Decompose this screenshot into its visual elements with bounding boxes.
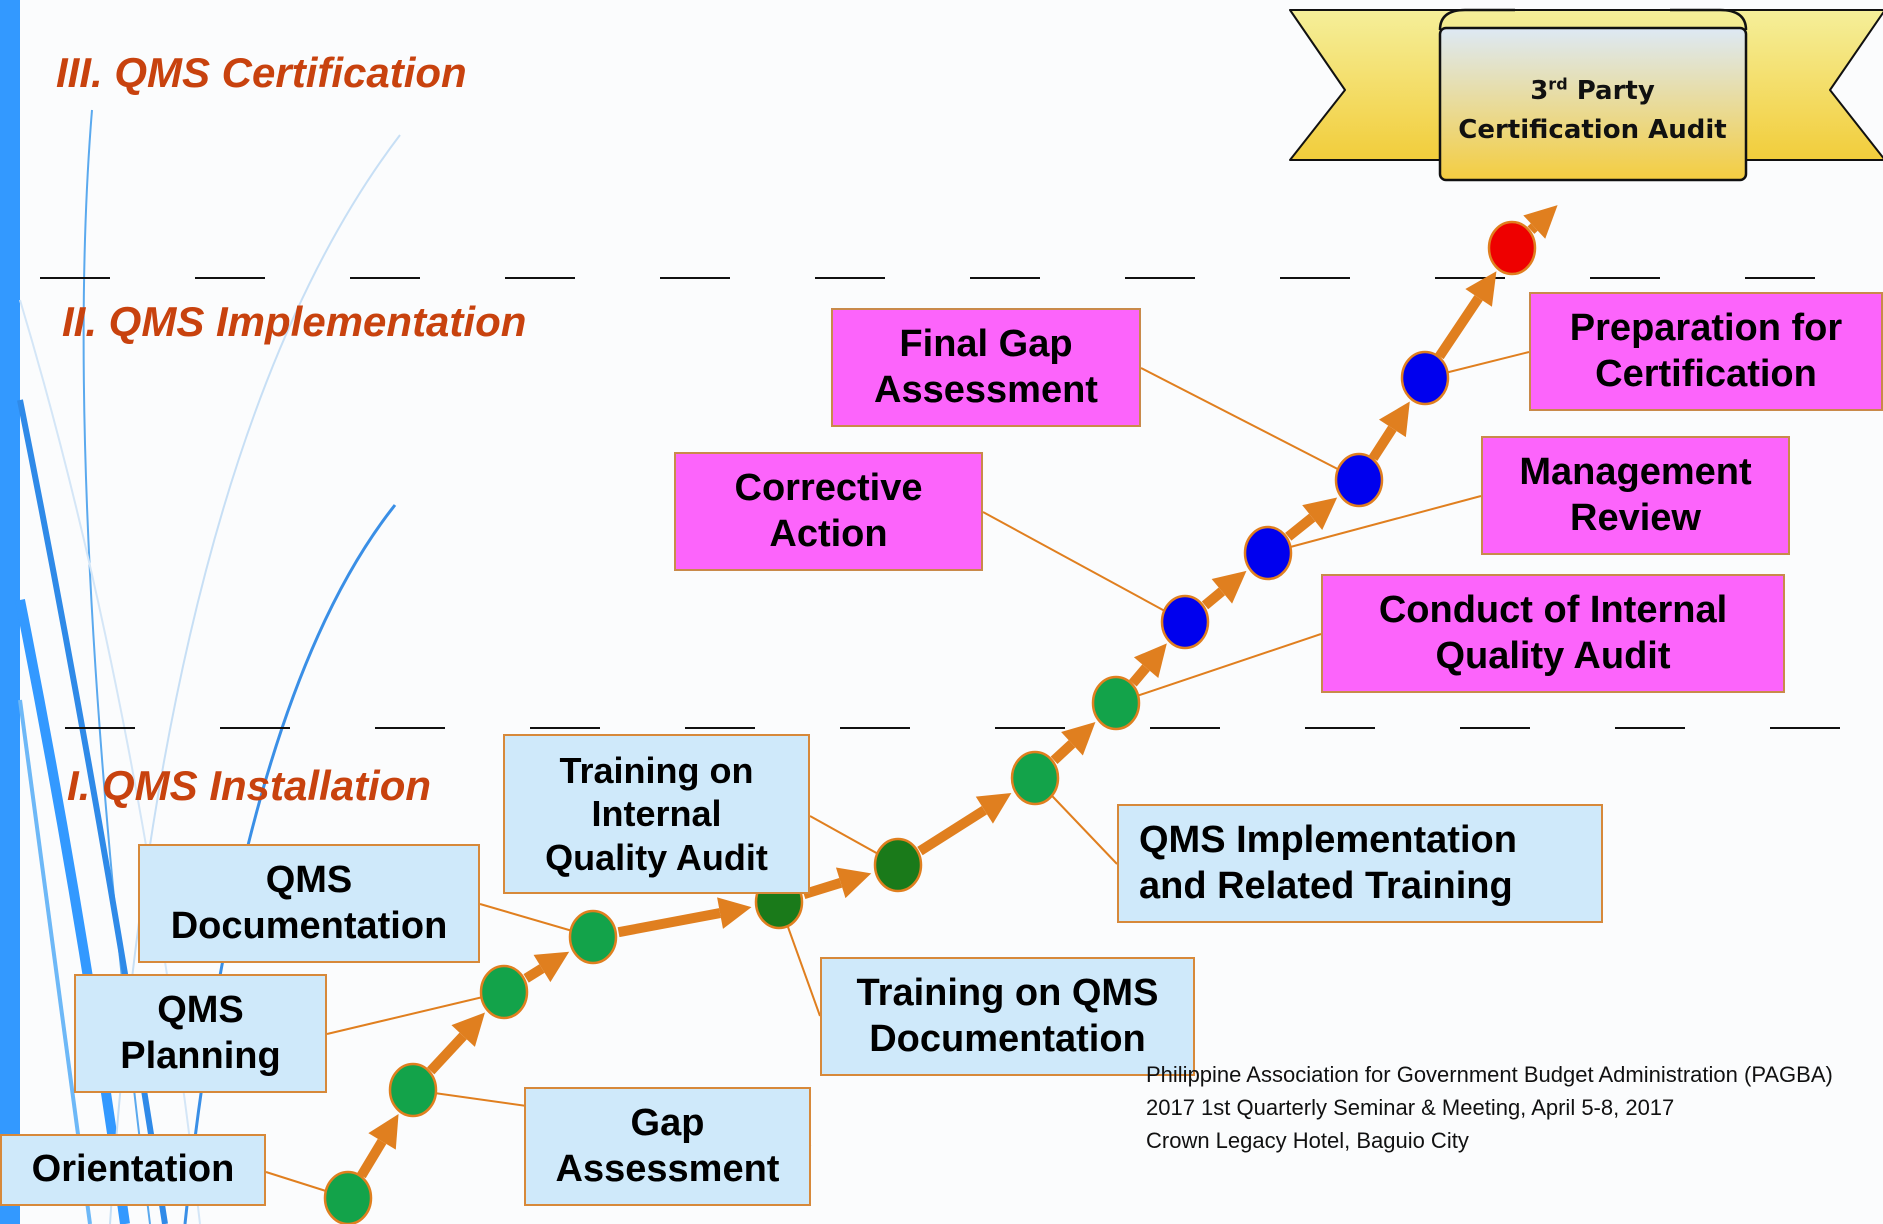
box-qms-implementation: QMS Implementation and Related Training: [1117, 804, 1603, 923]
arrow-shaft: [1527, 223, 1538, 234]
step-node-management-review: [1243, 525, 1293, 581]
ribbon-line1: Party: [1567, 76, 1655, 106]
box-corrective-action: Corrective Action: [674, 452, 983, 571]
arrow-head: [1302, 497, 1338, 531]
box-qms-planning: QMS Planning: [74, 974, 327, 1093]
box-management-review: Management Review: [1481, 436, 1790, 555]
arrow-shaft: [1368, 425, 1397, 461]
arrow-shaft: [357, 1138, 387, 1179]
footer-caption: Philippine Association for Government Bu…: [1146, 1058, 1833, 1157]
leader-line: [1267, 495, 1482, 554]
ribbon-label: 3rd Party Certification Audit: [1440, 72, 1745, 150]
arrow-head: [1523, 205, 1558, 239]
step-node-final-gap-assessment: [1334, 452, 1384, 508]
box-preparation-certification: Preparation for Certification: [1529, 292, 1883, 411]
box-training-internal-audit: Training on Internal Quality Audit: [503, 734, 810, 894]
arrow-shaft: [1285, 513, 1316, 541]
step-node-conduct-of-internal-quality-audit: [1091, 675, 1141, 731]
leader-line: [1115, 633, 1322, 704]
arrow-head: [1465, 271, 1497, 307]
box-training-qms-documentation: Training on QMS Documentation: [820, 957, 1195, 1076]
arrow-head: [1378, 401, 1410, 438]
ribbon-line2: Certification Audit: [1458, 115, 1727, 145]
arrow-head: [1133, 643, 1167, 679]
progress-arrows: [357, 205, 1558, 1179]
arrow-shaft: [523, 964, 545, 983]
step-node-qms-planning: [479, 964, 529, 1020]
box-gap-assessment: Gap Assessment: [524, 1087, 811, 1206]
ribbon-ordinal: 3: [1530, 76, 1549, 106]
arrow-shaft: [617, 908, 721, 938]
certification-ribbon: [1289, 8, 1883, 182]
footer-line-2: 2017 1st Quarterly Seminar & Meeting, Ap…: [1146, 1095, 1675, 1120]
step-node-gap-assessment: [388, 1062, 438, 1118]
phase-certification-label: III. QMS Certification: [56, 49, 467, 96]
box-final-gap-assessment: Final Gap Assessment: [831, 308, 1141, 427]
ribbon-ordinal-suffix: rd: [1548, 74, 1568, 94]
left-accent-bar: [0, 0, 20, 1224]
arrow-head: [835, 867, 872, 899]
arrow-head: [1211, 570, 1247, 604]
phase-installation-label: I. QMS Installation: [67, 762, 432, 809]
arrow-shaft: [427, 1032, 467, 1075]
arrow-head: [533, 951, 570, 983]
arrow-head: [368, 1113, 399, 1150]
step-node-training-on-internal-quality-audit: [1010, 750, 1060, 806]
arrow-shaft: [1201, 587, 1226, 610]
leader-line: [1140, 367, 1360, 481]
arrow-head: [717, 897, 752, 929]
step-node-training-on-qms-documentation: [568, 909, 618, 965]
arrow-shaft: [1050, 740, 1076, 765]
footer-line-3: Crown Legacy Hotel, Baguio City: [1146, 1128, 1469, 1153]
arrow-shaft: [917, 805, 988, 856]
step-node-corrective-action: [1160, 594, 1210, 650]
arrow-head: [975, 793, 1012, 824]
step-node-3rd-party-certification-audit: [1487, 220, 1537, 276]
step-nodes: [323, 220, 1537, 1224]
step-node-qms-implementation-and-related-training: [873, 837, 923, 893]
box-orientation: Orientation: [0, 1134, 266, 1206]
arrow-shaft: [1129, 664, 1150, 687]
arrow-shaft: [1435, 295, 1483, 360]
leader-line: [982, 511, 1186, 623]
arrow-head: [451, 1012, 485, 1047]
leader-line: [326, 991, 505, 1035]
step-node-preparation-for-certification: [1400, 350, 1450, 406]
box-conduct-internal-audit: Conduct of Internal Quality Audit: [1321, 574, 1785, 693]
footer-line-1: Philippine Association for Government Bu…: [1146, 1062, 1833, 1087]
phase-implementation-label: II. QMS Implementation: [62, 298, 527, 345]
arrow-head: [1061, 722, 1096, 756]
step-node-orientation: [323, 1170, 373, 1224]
box-qms-documentation: QMS Documentation: [138, 844, 480, 963]
